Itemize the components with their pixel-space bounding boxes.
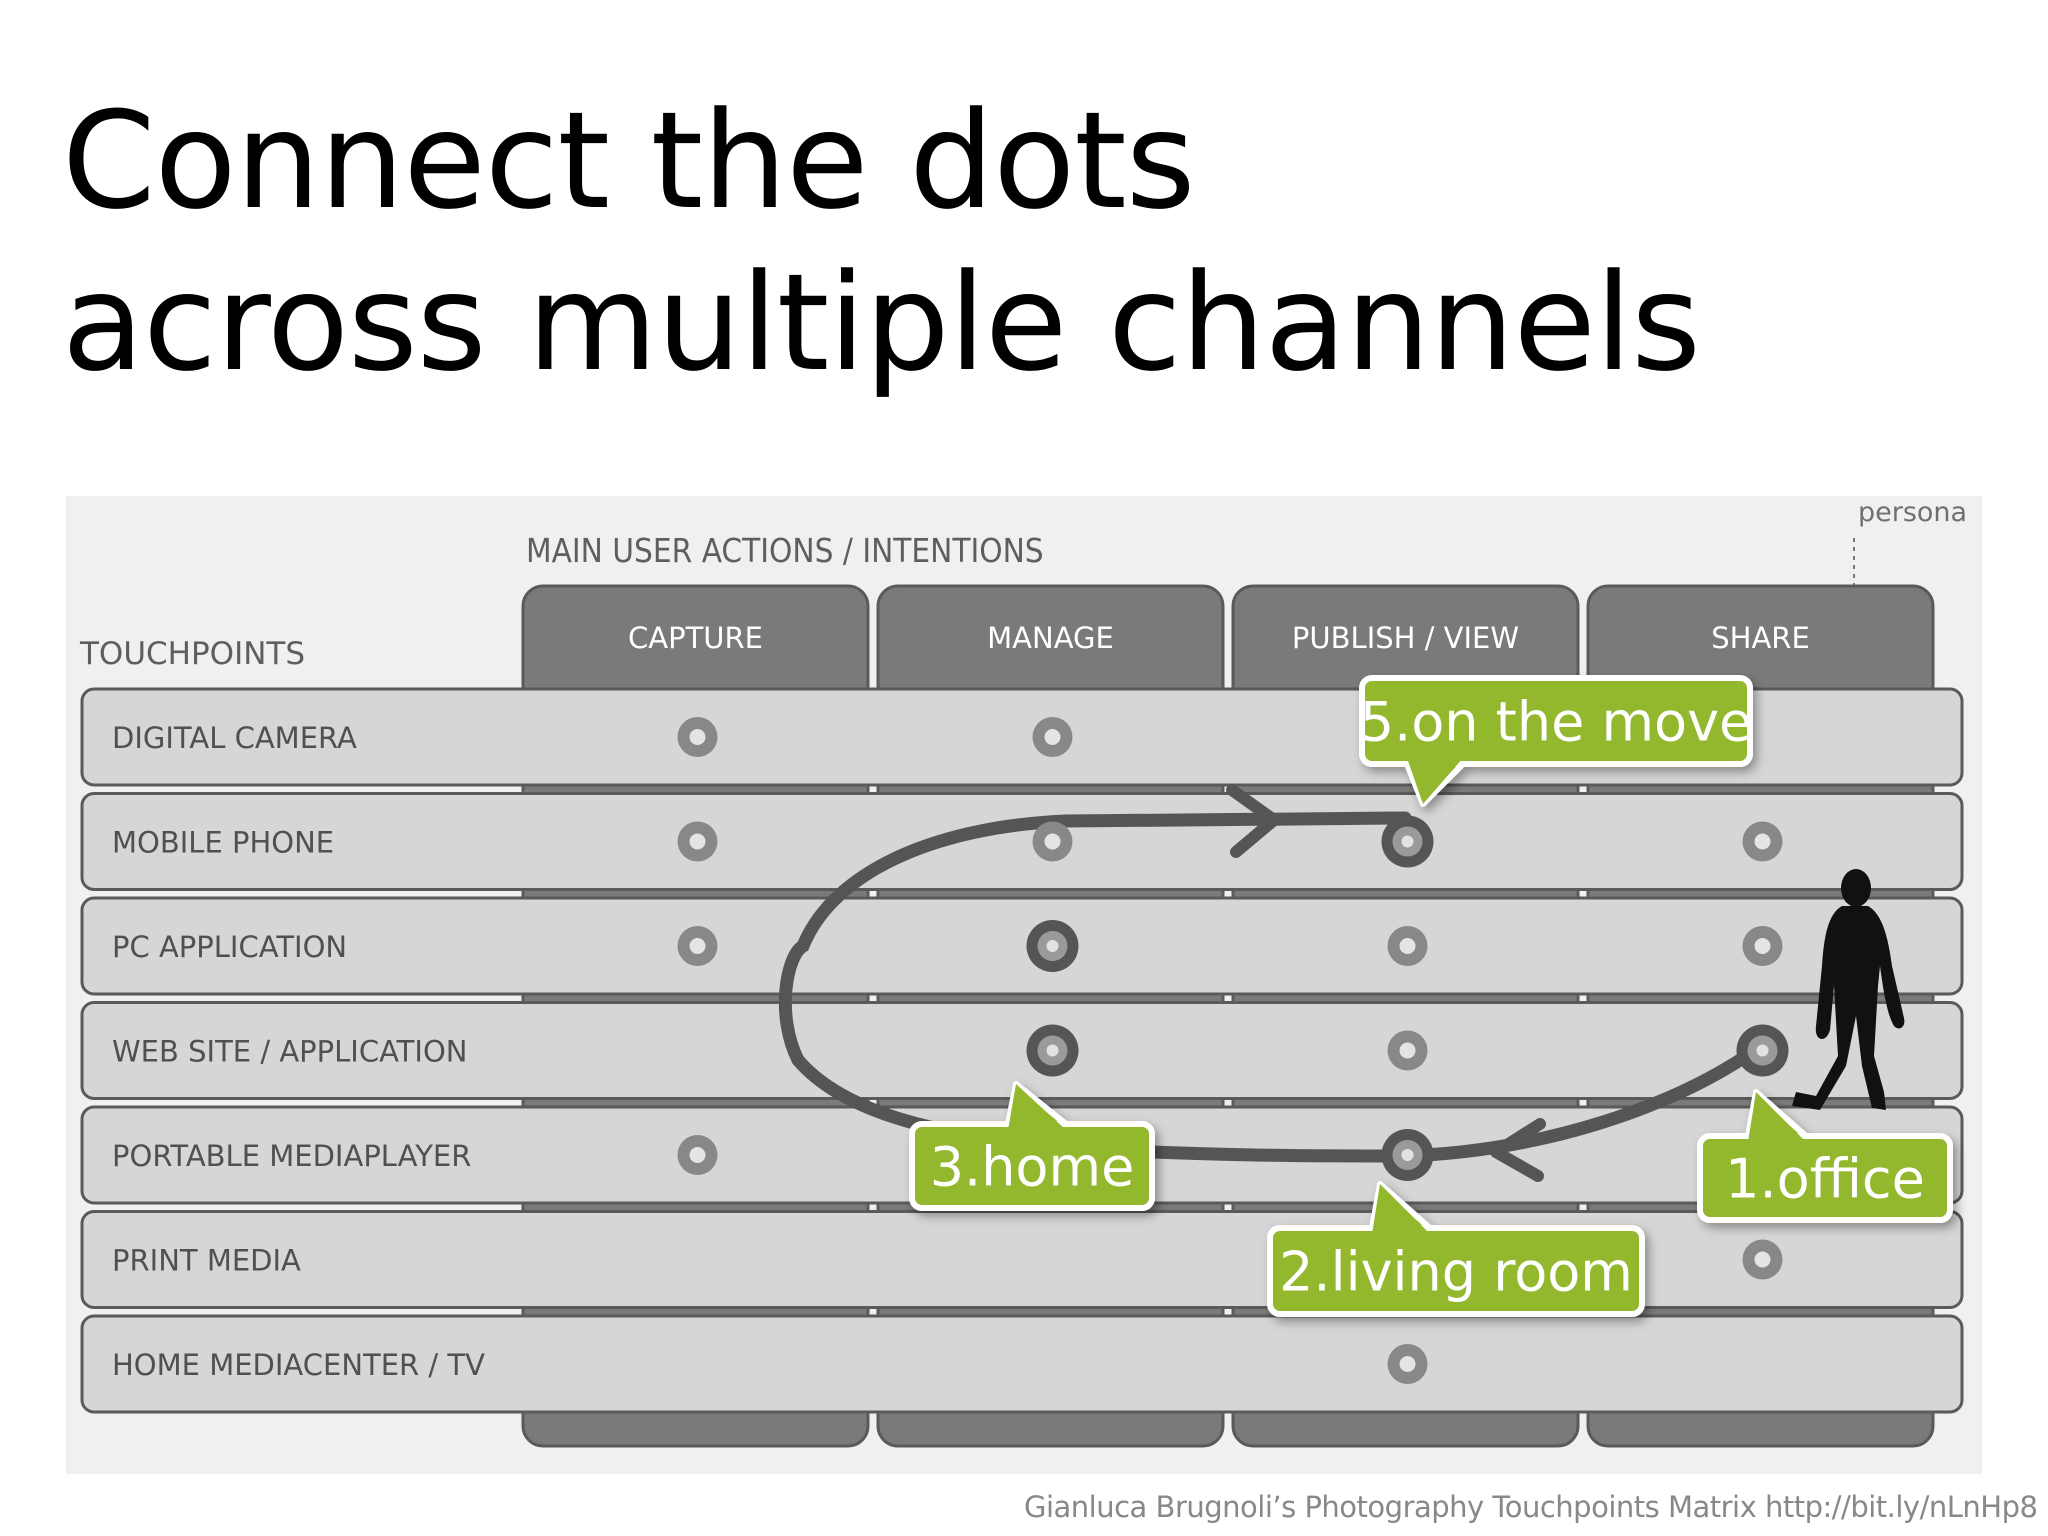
row-label-web-site-application: WEB SITE / APPLICATION [112, 1035, 467, 1069]
row-print-media: PRINT MEDIA [80, 1210, 1964, 1309]
row-bar-home-mediacenter-tv [80, 1314, 1964, 1414]
path-dot-center [1046, 940, 1059, 952]
column-label-capture: CAPTURE [628, 621, 763, 655]
dot-center [1399, 1356, 1416, 1372]
row-bar-mobile-phone [80, 792, 1964, 891]
row-label-mobile-phone: MOBILE PHONE [112, 826, 334, 860]
touchpoints-heading: TOUCHPOINTS [79, 636, 305, 672]
row-label-pc-application: PC APPLICATION [112, 930, 347, 964]
callout-label: 2.living room [1279, 1240, 1633, 1303]
callout-box [1359, 675, 1753, 767]
touchpoints-matrix: MAIN USER ACTIONS / INTENTIONS TOUCHPOIN… [66, 496, 1982, 1474]
row-bar-print-media [80, 1210, 1964, 1309]
path-arrow-bottom [1490, 1118, 1546, 1182]
dot-center [689, 938, 706, 954]
row-web-site-application: WEB SITE / APPLICATION [80, 1001, 1964, 1100]
column-label-share: SHARE [1711, 621, 1810, 655]
touchpoint-dot [677, 821, 718, 862]
dot-center [689, 1147, 706, 1163]
row-label-print-media: PRINT MEDIA [112, 1244, 301, 1278]
path-dot-center [1401, 835, 1414, 848]
dot-center [1754, 1251, 1771, 1268]
path-dot-center [1756, 1044, 1769, 1057]
row-label-home-mediacenter-tv: HOME MEDIACENTER / TV [112, 1348, 485, 1382]
dot-center [1044, 833, 1061, 850]
touchpoint-dot [1387, 926, 1428, 966]
title-line-1: Connect the dots [62, 83, 1196, 239]
actions-heading: MAIN USER ACTIONS / INTENTIONS [526, 531, 1044, 570]
touchpoint-dot [1387, 1344, 1428, 1384]
dot-center [1754, 833, 1771, 850]
callout-pointer-join [1008, 1084, 1066, 1130]
row-label-digital-camera: DIGITAL CAMERA [112, 721, 357, 755]
callout-3-home: 3.home [909, 1081, 1155, 1211]
touchpoint-dot [1742, 821, 1783, 862]
row-bar-pc-application [80, 896, 1964, 996]
dot-center [1399, 938, 1416, 954]
callout-5-on-the-move: 5.on the move [1359, 675, 1753, 807]
persona-label: persona [1858, 497, 1967, 528]
touchpoint-dot [677, 926, 718, 966]
path-dot-center [1046, 1044, 1059, 1057]
touchpoint-dot [1381, 815, 1434, 868]
column-label-publish-view: PUBLISH / VIEW [1292, 621, 1519, 655]
slide-title: Connect the dots across multiple channel… [62, 80, 1701, 404]
touchpoint-dot [1026, 920, 1079, 972]
callout-2-living-room: 2.living room [1267, 1181, 1645, 1317]
row-home-mediacenter-tv: HOME MEDIACENTER / TV [80, 1314, 1964, 1414]
touchpoint-dot [1032, 717, 1073, 757]
touchpoint-dot [1381, 1129, 1434, 1181]
touchpoint-dot [1742, 926, 1783, 966]
matrix-canvas: MAIN USER ACTIONS / INTENTIONS TOUCHPOIN… [79, 497, 1967, 1448]
row-mobile-phone: MOBILE PHONE [80, 792, 1964, 891]
callout-box [1697, 1133, 1953, 1223]
dot-center [689, 833, 706, 850]
touchpoint-dot [1736, 1024, 1789, 1077]
touchpoint-rows: DIGITAL CAMERA MOBILE PHONE PC APPLICATION… [80, 687, 1964, 1414]
touchpoint-dots [677, 717, 1789, 1384]
row-label-portable-mediaplayer: PORTABLE MEDIAPLAYER [112, 1139, 471, 1173]
persona-silhouette-icon [1792, 869, 1905, 1110]
touchpoint-dot [1026, 1024, 1079, 1077]
dot-center [689, 729, 706, 745]
row-pc-application: PC APPLICATION [80, 896, 1964, 996]
callout-label: 5.on the move [1360, 690, 1753, 753]
path-dot-center [1401, 1149, 1414, 1161]
path-arrow-top [1226, 784, 1280, 858]
callout-box [1267, 1225, 1645, 1317]
touchpoint-dot [1742, 1239, 1783, 1280]
callout-pointer-join [1407, 758, 1463, 804]
touchpoint-dot [1387, 1030, 1428, 1071]
location-callouts: 5.on the move 3.home 2.living room 1.office [909, 675, 1953, 1317]
touchpoint-dot [1032, 821, 1073, 862]
touchpoint-dot [677, 1135, 718, 1175]
callout-label: 3.home [930, 1135, 1135, 1198]
callout-pointer-join [1748, 1092, 1806, 1142]
callout-1-office: 1.office [1697, 1089, 1953, 1223]
callout-label: 1.office [1725, 1147, 1925, 1210]
touchpoint-dot [677, 717, 718, 757]
dot-center [1754, 938, 1771, 954]
title-line-2: across multiple channels [62, 245, 1701, 401]
source-caption: Gianluca Brugnoli’s Photography Touchpoi… [1024, 1490, 2038, 1524]
callout-pointer-join [1372, 1184, 1430, 1234]
dot-center [1399, 1042, 1416, 1059]
column-label-manage: MANAGE [987, 621, 1114, 655]
dot-center [1044, 729, 1061, 745]
